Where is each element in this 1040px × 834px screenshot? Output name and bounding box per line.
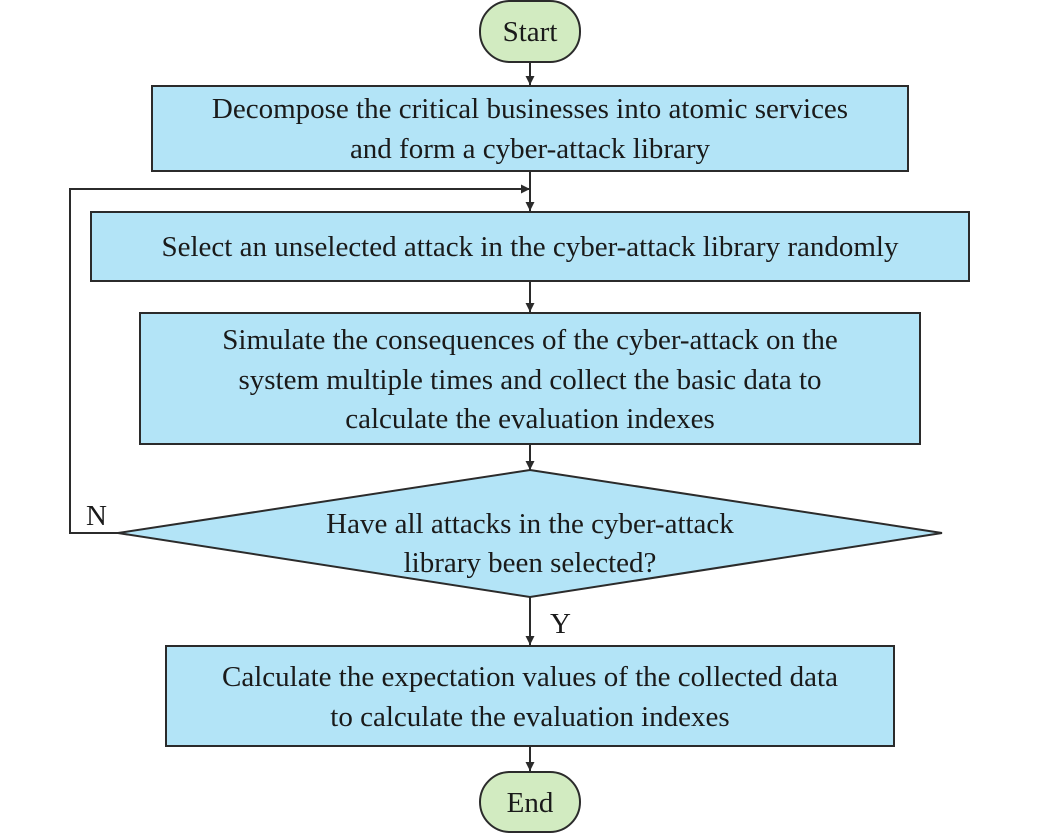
decision-line-1: Have all attacks in the cyber-attack [326,508,734,540]
decision-diamond [117,468,943,599]
edge-label-no: N [86,500,107,532]
end-terminator-shape [479,771,581,833]
end-node: End [479,771,581,833]
start-node: Start [479,0,581,63]
select-line-1: Select an unselected attack in the cyber… [162,231,899,263]
start-terminator-shape [479,0,581,63]
select-box [90,211,970,282]
edge-label-yes: Y [550,608,571,640]
simulate-step: Simulate the consequences of the cyber-a… [139,312,921,445]
calculate-step: Calculate the expectation values of the … [165,645,895,747]
select-step: Select an unselected attack in the cyber… [90,211,970,282]
edge-decision-no-loop [69,184,530,534]
simulate-box [139,312,921,445]
simulate-line-3: calculate the evaluation indexes [345,403,715,435]
decompose-line-2: and form a cyber-attack library [350,133,711,165]
calculate-line-1: Calculate the expectation values of the … [222,661,838,693]
decision-line-2: library been selected? [404,547,657,579]
connectors [69,62,535,771]
decompose-line-1: Decompose the critical businesses into a… [212,93,848,125]
decompose-box [151,85,909,172]
calculate-box [165,645,895,747]
decompose-step: Decompose the critical businesses into a… [151,85,909,172]
calculate-line-2: to calculate the evaluation indexes [330,701,729,733]
start-label: Start [503,16,558,48]
end-label: End [507,787,554,819]
simulate-line-1: Simulate the consequences of the cyber-a… [222,324,837,356]
decision-step: Have all attacks in the cyber-attack lib… [117,468,943,599]
simulate-line-2: system multiple times and collect the ba… [238,364,821,396]
